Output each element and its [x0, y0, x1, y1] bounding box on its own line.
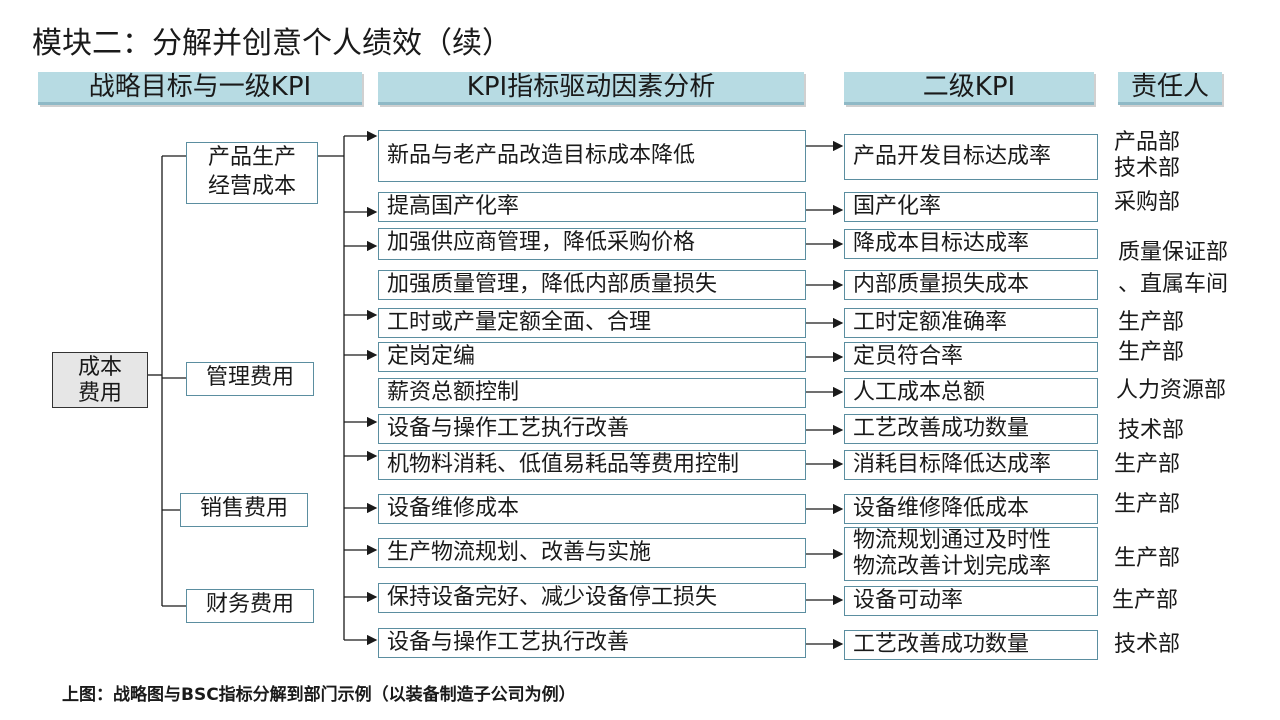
header-strategic-goal: 战略目标与一级KPI — [38, 72, 362, 105]
owner-label: 生产部 — [1118, 310, 1185, 335]
owner-label: 技术部 — [1114, 156, 1181, 181]
page-title: 模块二：分解并创意个人绩效（续） — [32, 26, 512, 61]
kpi-box: 内部质量损失成本 — [844, 270, 1098, 300]
driver-box: 设备与操作工艺执行改善 — [378, 414, 806, 444]
owner-label: 技术部 — [1114, 632, 1181, 657]
driver-box: 设备与操作工艺执行改善 — [378, 628, 806, 658]
kpi-label: 物流规划通过及时性 — [853, 528, 1052, 553]
driver-box: 薪资总额控制 — [378, 378, 806, 408]
owner-label: 质量保证部 — [1118, 240, 1229, 265]
kpi-box-logistics: 物流规划通过及时性 物流改善计划完成率 — [844, 527, 1098, 581]
kpi-box: 定员符合率 — [844, 342, 1098, 372]
level1-finance-expense: 财务费用 — [186, 589, 314, 623]
level1-label-line1: 产品生产 — [207, 145, 296, 170]
owner-label: 、直属车间 — [1118, 272, 1229, 297]
owner-label: 生产部 — [1114, 452, 1181, 477]
level1-product-cost: 产品生产 经营成本 — [186, 142, 318, 204]
kpi-box: 设备维修降低成本 — [844, 494, 1098, 524]
driver-box: 加强供应商管理，降低采购价格 — [378, 228, 806, 260]
owner-label: 采购部 — [1114, 190, 1181, 215]
root-node-cost-expense: 成本 费用 — [52, 352, 148, 408]
kpi-box: 工时定额准确率 — [844, 308, 1098, 338]
driver-box: 提高国产化率 — [378, 192, 806, 222]
driver-box: 工时或产量定额全面、合理 — [378, 308, 806, 338]
header-owner: 责任人 — [1118, 72, 1222, 105]
driver-box: 生产物流规划、改善与实施 — [378, 538, 806, 568]
header-driver-analysis: KPI指标驱动因素分析 — [378, 72, 804, 105]
driver-box: 定岗定编 — [378, 342, 806, 372]
kpi-box: 产品开发目标达成率 — [844, 134, 1098, 180]
owner-label: 产品部 — [1114, 130, 1181, 155]
driver-box: 保持设备完好、减少设备停工损失 — [378, 583, 806, 613]
kpi-box: 设备可动率 — [844, 586, 1098, 616]
driver-box: 加强质量管理，降低内部质量损失 — [378, 270, 806, 300]
level1-sales-expense: 销售费用 — [180, 493, 308, 527]
driver-box: 设备维修成本 — [378, 494, 806, 524]
figure-caption: 上图：战略图与BSC指标分解到部门示例（以装备制造子公司为例） — [62, 685, 576, 705]
level1-management-expense: 管理费用 — [186, 362, 314, 396]
root-label-line2: 费用 — [77, 381, 122, 406]
level1-label-line2: 经营成本 — [207, 174, 296, 199]
kpi-box: 国产化率 — [844, 192, 1098, 222]
owner-label: 生产部 — [1114, 546, 1181, 571]
kpi-box: 工艺改善成功数量 — [844, 630, 1098, 660]
kpi-box: 消耗目标降低达成率 — [844, 450, 1098, 480]
owner-label: 人力资源部 — [1116, 378, 1227, 403]
driver-box: 机物料消耗、低值易耗品等费用控制 — [378, 450, 806, 480]
kpi-box: 降成本目标达成率 — [844, 229, 1098, 259]
root-label-line1: 成本 — [77, 355, 122, 380]
kpi-box: 工艺改善成功数量 — [844, 414, 1098, 444]
owner-label: 生产部 — [1112, 588, 1179, 613]
kpi-box: 人工成本总额 — [844, 378, 1098, 408]
owner-label: 生产部 — [1118, 340, 1185, 365]
owner-label: 生产部 — [1114, 492, 1181, 517]
kpi-label: 物流改善计划完成率 — [853, 554, 1052, 579]
driver-box: 新品与老产品改造目标成本降低 — [378, 130, 806, 182]
header-level2-kpi: 二级KPI — [844, 72, 1094, 105]
owner-label: 技术部 — [1118, 418, 1185, 443]
